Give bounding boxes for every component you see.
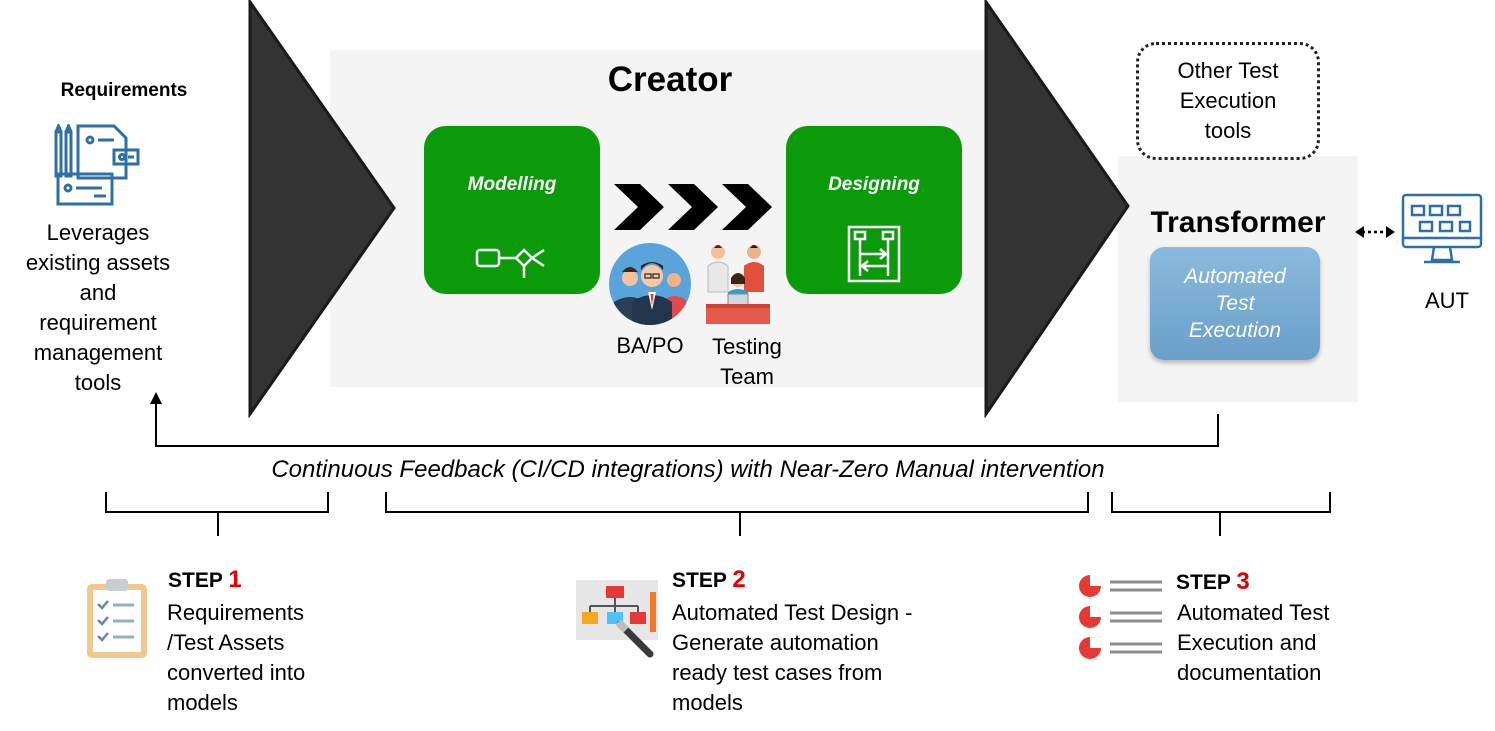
requirements-description: Leverages existing assets and requiremen… bbox=[25, 220, 171, 395]
step-1-description: Requirements /Test Assets converted into… bbox=[167, 600, 306, 715]
step-brace bbox=[1111, 492, 1331, 536]
transformer-title: Transformer bbox=[1150, 206, 1326, 239]
bidirectional-arrow bbox=[1355, 226, 1395, 238]
step-brace bbox=[385, 492, 1089, 536]
feedback-loop bbox=[150, 392, 1219, 447]
aut-label: AUT bbox=[1425, 288, 1469, 313]
testing-team-icon bbox=[706, 245, 770, 324]
left-stage-arrow bbox=[248, 0, 396, 418]
process-chevrons bbox=[614, 184, 772, 230]
automated-execution-box: Automated Test Execution bbox=[1150, 247, 1320, 360]
step-2-description: Automated Test Design - Generate automat… bbox=[672, 600, 913, 715]
step-1-number: 1 bbox=[228, 566, 242, 593]
modelling-box: Modelling bbox=[424, 126, 600, 294]
step-3-prefix: STEP bbox=[1176, 571, 1237, 594]
designing-box: Designing bbox=[786, 126, 962, 294]
business-people-icon bbox=[609, 243, 691, 325]
step-2-title: STEP 2 bbox=[672, 566, 746, 594]
modelling-label: Modelling bbox=[467, 174, 557, 195]
step-1-title: STEP 1 bbox=[168, 566, 242, 594]
feedback-label: Continuous Feedback (CI/CD integrations)… bbox=[271, 456, 1105, 483]
automated-execution-label: Automated Test Execution bbox=[1184, 265, 1286, 342]
step-2-prefix: STEP bbox=[672, 569, 733, 592]
step-1-prefix: STEP bbox=[168, 569, 229, 592]
step-3-title: STEP 3 bbox=[1176, 568, 1250, 596]
right-stage-arrow bbox=[984, 0, 1130, 418]
design-layout-icon bbox=[847, 225, 901, 283]
flowchart-design-icon bbox=[576, 580, 658, 658]
requirements-heading: Requirements bbox=[60, 80, 188, 101]
model-diagram-icon bbox=[475, 248, 545, 278]
designing-label: Designing bbox=[828, 174, 920, 195]
monitor-app-icon bbox=[1401, 193, 1483, 264]
ba-po-label: BA/PO bbox=[616, 333, 684, 358]
requirements-document-icon bbox=[54, 124, 140, 206]
step-brace bbox=[105, 492, 329, 536]
other-tools-label: Other Test Execution tools bbox=[1177, 58, 1279, 143]
step-2-number: 2 bbox=[732, 566, 746, 593]
other-tools-box: Other Test Execution tools bbox=[1136, 42, 1320, 160]
step-3-number: 3 bbox=[1236, 568, 1250, 595]
testing-team-label: Testing Team bbox=[712, 334, 782, 389]
report-list-icon bbox=[1079, 575, 1162, 659]
clipboard-checklist-icon bbox=[87, 579, 147, 658]
step-3-description: Automated Test Execution and documentati… bbox=[1177, 600, 1330, 685]
creator-title: Creator bbox=[607, 60, 733, 99]
